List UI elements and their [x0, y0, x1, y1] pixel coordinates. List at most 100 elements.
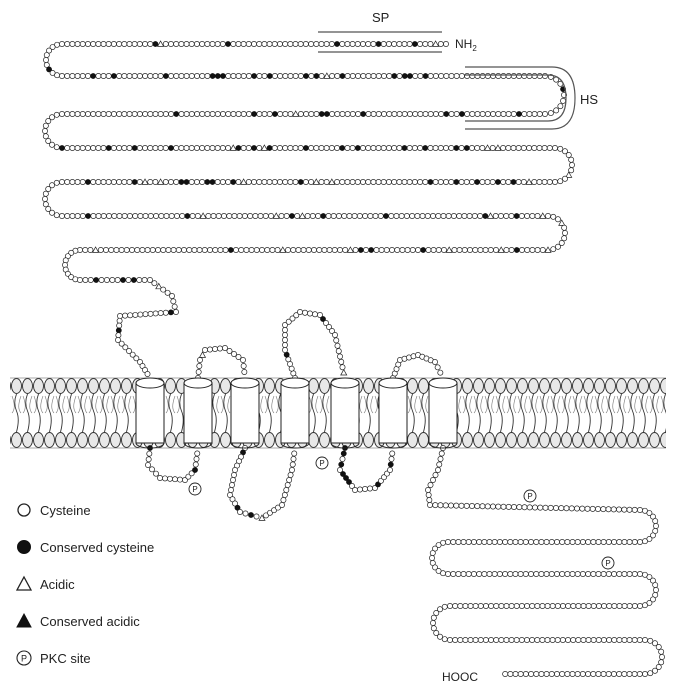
- conserved-cysteine-residue: [111, 73, 116, 78]
- cysteine-residue: [174, 179, 179, 184]
- hs-label: HS: [580, 92, 598, 107]
- cysteine-residue: [246, 41, 251, 46]
- cysteine-residue: [490, 179, 495, 184]
- cysteine-residue: [117, 323, 122, 328]
- cysteine-residue: [466, 571, 471, 576]
- cysteine-residue: [544, 571, 549, 576]
- cysteine-residue: [288, 145, 293, 150]
- cysteine-residue: [433, 503, 438, 508]
- cysteine-residue: [142, 41, 147, 46]
- cysteine-residue: [538, 505, 543, 510]
- cysteine-residue: [461, 539, 466, 544]
- cysteine-residue: [549, 571, 554, 576]
- cysteine-residue: [334, 145, 339, 150]
- cysteine-residue: [471, 539, 476, 544]
- cysteine-residue: [428, 41, 433, 46]
- cysteine-residue: [468, 637, 473, 642]
- cysteine-residue: [213, 247, 218, 252]
- pkc-site-marker: P: [316, 457, 328, 469]
- cysteine-residue: [399, 213, 404, 218]
- cysteine-residue: [184, 41, 189, 46]
- cysteine-residue: [339, 359, 344, 364]
- amino-acid-chain: [42, 41, 664, 677]
- cysteine-residue: [427, 502, 432, 507]
- helix-body: [184, 383, 212, 443]
- cysteine-residue: [477, 571, 482, 576]
- cysteine-residue: [462, 213, 467, 218]
- cysteine-residue: [127, 41, 132, 46]
- cysteine-residue: [189, 179, 194, 184]
- cysteine-residue: [305, 213, 310, 218]
- acidic-residue: [280, 247, 286, 252]
- cysteine-residue: [480, 73, 485, 78]
- cysteine-residue: [181, 247, 186, 252]
- cysteine-residue: [478, 247, 483, 252]
- cysteine-residue: [283, 73, 288, 78]
- cysteine-residue: [345, 73, 350, 78]
- cysteine-residue: [241, 111, 246, 116]
- cysteine-residue: [350, 111, 355, 116]
- cysteine-residue: [441, 247, 446, 252]
- cysteine-residue: [184, 145, 189, 150]
- conserved-cysteine-residue: [251, 145, 256, 150]
- cysteine-residue: [524, 603, 529, 608]
- cysteine-residue: [355, 73, 360, 78]
- transmembrane-helix: [379, 378, 407, 448]
- cysteine-residue: [163, 310, 168, 315]
- cysteine-residue: [438, 370, 443, 375]
- cysteine-residue: [331, 213, 336, 218]
- cysteine-residue: [257, 73, 262, 78]
- cysteine-residue: [418, 111, 423, 116]
- cysteine-residue: [103, 247, 108, 252]
- cysteine-residue: [117, 318, 122, 323]
- cysteine-residue: [137, 41, 142, 46]
- conserved-cysteine-residue: [303, 73, 308, 78]
- cysteine-residue: [361, 73, 366, 78]
- cysteine-residue: [562, 236, 567, 241]
- helix-body: [281, 383, 309, 443]
- cysteine-residue: [246, 145, 251, 150]
- cysteine-residue: [366, 111, 371, 116]
- cysteine-residue: [458, 637, 463, 642]
- cysteine-residue: [496, 504, 501, 509]
- cysteine-residue: [200, 179, 205, 184]
- cysteine-residue: [449, 179, 454, 184]
- cysteine-residue: [70, 41, 75, 46]
- cysteine-residue: [164, 213, 169, 218]
- cysteine-residue: [418, 73, 423, 78]
- cysteine-residue: [326, 213, 331, 218]
- cysteine-residue: [519, 603, 524, 608]
- acidic-residue: [433, 41, 439, 46]
- cysteine-residue: [49, 142, 54, 147]
- cysteine-residue: [345, 41, 350, 46]
- cysteine-residue: [195, 451, 200, 456]
- cysteine-residue: [307, 311, 312, 316]
- cysteine-residue: [637, 507, 642, 512]
- cysteine-residue: [59, 41, 64, 46]
- cysteine-residue: [537, 145, 542, 150]
- conserved-cysteine-residue: [514, 247, 519, 252]
- cysteine-residue: [335, 73, 340, 78]
- conserved-cysteine-residue: [252, 73, 257, 78]
- cysteine-residue: [314, 145, 319, 150]
- cysteine-residue: [215, 179, 220, 184]
- cysteine-residue: [530, 637, 535, 642]
- cysteine-residue: [430, 550, 435, 555]
- cysteine-residue: [114, 247, 119, 252]
- cysteine-residue: [355, 111, 360, 116]
- cysteine-residue: [202, 347, 207, 352]
- cysteine-residue: [516, 145, 521, 150]
- cysteine-residue: [580, 506, 585, 511]
- cysteine-residue: [627, 539, 632, 544]
- cysteine-residue: [75, 179, 80, 184]
- cysteine-residue: [306, 247, 311, 252]
- cysteine-residue: [435, 467, 440, 472]
- cysteine-residue: [511, 73, 516, 78]
- cysteine-residue: [317, 247, 322, 252]
- acidic-residue: [158, 179, 164, 184]
- cysteine-residue: [407, 111, 412, 116]
- conserved-cysteine-residue: [358, 247, 363, 252]
- cysteine-residue: [371, 41, 376, 46]
- cysteine-residue: [263, 213, 268, 218]
- cysteine-residue: [443, 145, 448, 150]
